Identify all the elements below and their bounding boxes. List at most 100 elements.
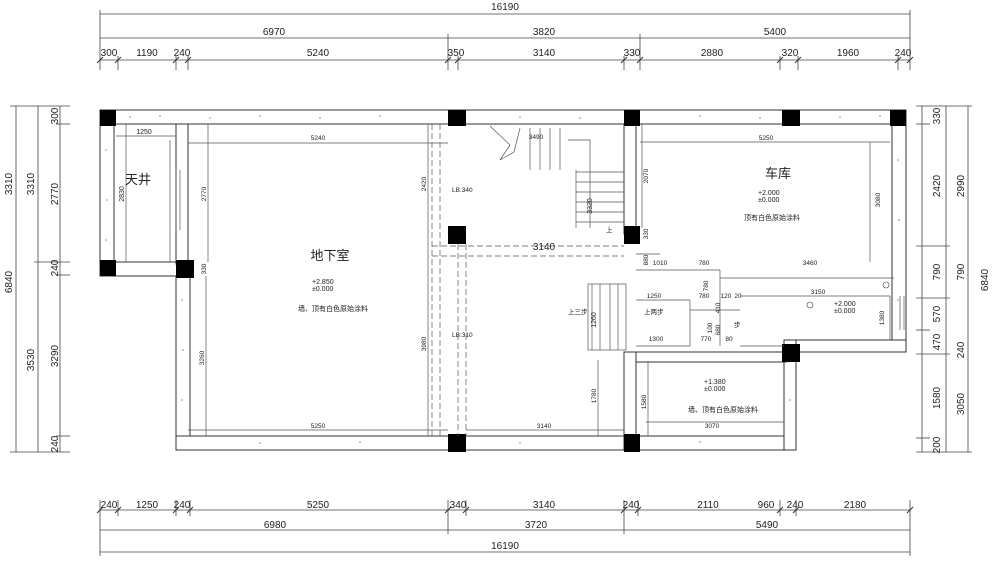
column [100,110,116,126]
dim-right-inner: 2420 [932,174,943,197]
step-note: 上两步 [644,307,664,316]
room-label-basement: 地下室 [310,248,349,263]
elevation-note: ±0.000 [758,197,779,204]
drain-icon [806,301,814,309]
dim-right-inner: 570 [932,305,943,322]
dim-right-mid: 240 [956,341,967,358]
dim-top-detail: 1960 [837,48,860,59]
inner-dim: 770 [701,336,712,343]
dim-left-inner: 300 [50,107,61,124]
column [448,226,466,244]
elevation-note: +2.850 [312,279,334,286]
inner-dim: 80 [725,336,733,343]
inner-dim: 780 [699,293,710,300]
beam-note: LB:310 [452,332,473,339]
inner-dim: 2770 [201,186,208,201]
dim-top-detail: 240 [895,48,912,59]
step-note: 上 [606,225,613,234]
inner-dim: 3260 [199,350,206,365]
dim-bottom-detail: 2110 [697,500,719,511]
dim-bottom-detail: 340 [450,500,467,511]
dim-bottom-detail: 240 [101,500,118,511]
dim-top-detail: 320 [782,48,799,59]
finish-note: 墙、顶有白色原始涂料 [688,405,758,414]
inner-dim: 5240 [311,135,326,142]
dim-right-mid: 790 [956,263,967,280]
dim-left-inner: 3290 [50,344,61,367]
elevation-note: ±0.000 [704,386,725,393]
elevation-note: ±0.000 [312,286,333,293]
dim-top-detail: 5240 [307,48,330,59]
dim-bottom-mid: 5490 [756,520,779,531]
inner-dim: 1780 [591,388,598,403]
dim-bottom-detail: 960 [758,500,775,511]
column [448,434,466,452]
dim-top-detail: 300 [101,48,118,59]
dim-left-outer: 3310 [26,172,37,195]
inner-dim: 5250 [311,423,326,430]
inner-dim: 3140 [537,423,552,430]
dim-bottom-detail: 240 [787,500,804,511]
dim-bottom-total: 16190 [491,541,519,552]
column [448,110,466,126]
dim-right-inner: 790 [932,263,943,280]
inner-dim: 100 [707,322,714,333]
inner-dim: 1380 [879,310,886,325]
dim-left-inner: 240 [50,435,61,452]
dim-bottom-mid: 6980 [264,520,287,531]
dim-right-inner: 330 [932,107,943,124]
room-label-garage: 车库 [765,166,791,181]
inner-dim: 1300 [649,336,664,343]
dim-top-detail: 2880 [701,48,724,59]
dim-right-mid: 3050 [956,392,967,415]
dim-top-mid: 6970 [263,27,286,38]
dim-top-detail: 1190 [136,48,158,59]
elevation-note: +2.000 [758,190,780,197]
dim-top-detail: 330 [624,48,641,59]
inner-dim: 3070 [705,423,720,430]
inner-dim: 330 [201,263,208,274]
inner-dim: 3980 [421,336,428,351]
column [782,110,800,126]
inner-dim: 1010 [653,260,668,267]
dim-top-total: 16190 [491,2,519,13]
finish-note: 顶有白色原始涂料 [744,213,800,222]
column [176,260,194,278]
column [624,434,640,452]
dim-left-outer: 3310 [4,172,15,195]
elevation-note: ±0.000 [834,308,855,315]
inner-dim: 3150 [811,289,826,296]
dim-top-detail: 3140 [533,48,556,59]
elevation-note: +1.380 [704,379,726,386]
beam-note: LB:340 [452,187,473,194]
dim-bottom-detail: 3140 [533,500,556,511]
inner-dim: 3080 [875,192,882,207]
dim-top-detail: 240 [174,48,191,59]
inner-dim: 880 [643,254,650,265]
dim-top-mid: 5400 [764,27,787,38]
inner-dim: 20 [734,293,742,300]
dim-left-inner: 240 [50,259,61,276]
inner-dim: 1580 [641,394,648,409]
inner-dim: 410 [715,302,722,313]
inner-dim: 2830 [119,186,126,202]
inner-dim: 780 [703,280,710,291]
elevation-note: +2.000 [834,301,856,308]
inner-dim: 2420 [421,176,428,191]
column [624,226,640,244]
dim-left-total: 6840 [4,270,15,293]
inner-dim: 780 [699,260,710,267]
dim-top-detail: 350 [448,48,465,59]
inner-dim: 680 [715,324,722,335]
inner-dim: 3460 [803,260,818,267]
dim-right-inner: 200 [932,436,943,453]
dim-left-outer: 3530 [26,348,37,371]
inner-dim: 3490 [529,134,544,141]
column [624,110,640,126]
dim-right-inner: 1580 [932,386,943,409]
dim-top-mid: 3820 [533,27,556,38]
dim-right-inner: 470 [932,333,943,350]
dim-bottom-detail: 5250 [307,500,330,511]
inner-dim: 3140 [533,242,556,253]
